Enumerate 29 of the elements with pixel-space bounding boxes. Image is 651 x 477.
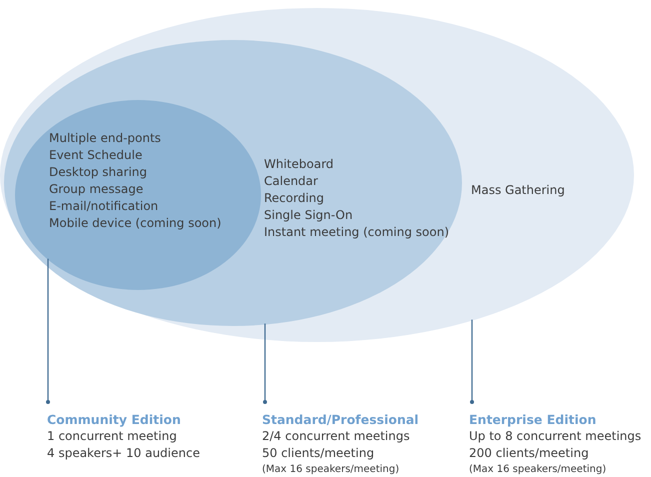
leader-line	[263, 324, 267, 404]
edition-detail: 50 clients/meeting	[262, 445, 374, 462]
edition-detail: 200 clients/meeting	[469, 445, 589, 462]
edition-title: Enterprise Edition	[469, 411, 596, 428]
edition-detail: Up to 8 concurrent meetings	[469, 428, 642, 445]
feature-text: Calendar	[264, 173, 318, 190]
feature-text: Whiteboard	[264, 156, 334, 173]
leader-line	[470, 320, 474, 404]
feature-text: Instant meeting (coming soon)	[264, 224, 450, 241]
leader-line	[46, 258, 50, 404]
feature-text: E-mail/notification	[49, 198, 158, 215]
ellipse-region	[0, 8, 634, 342]
edition-title: Standard/Professional	[262, 411, 419, 428]
feature-text: Multiple end-ponts	[49, 130, 161, 147]
edition-detail: 1 concurrent meeting	[47, 428, 177, 445]
edition-detail: 4 speakers+ 10 audience	[47, 445, 200, 462]
feature-text: Event Schedule	[49, 147, 142, 164]
ellipse-region	[4, 40, 462, 326]
edition-detail: (Max 16 speakers/meeting)	[262, 463, 400, 477]
ellipse-region	[15, 100, 261, 290]
feature-text: Mass Gathering	[471, 182, 565, 199]
feature-text: Mobile device (coming soon)	[49, 215, 222, 232]
feature-text: Desktop sharing	[49, 164, 148, 181]
edition-title: Community Edition	[47, 411, 181, 428]
feature-text: Recording	[264, 190, 324, 207]
feature-text: Single Sign-On	[264, 207, 353, 224]
edition-detail: 2/4 concurrent meetings	[262, 428, 410, 445]
edition-detail: (Max 16 speakers/meeting)	[469, 463, 606, 477]
feature-text: Group message	[49, 181, 144, 198]
